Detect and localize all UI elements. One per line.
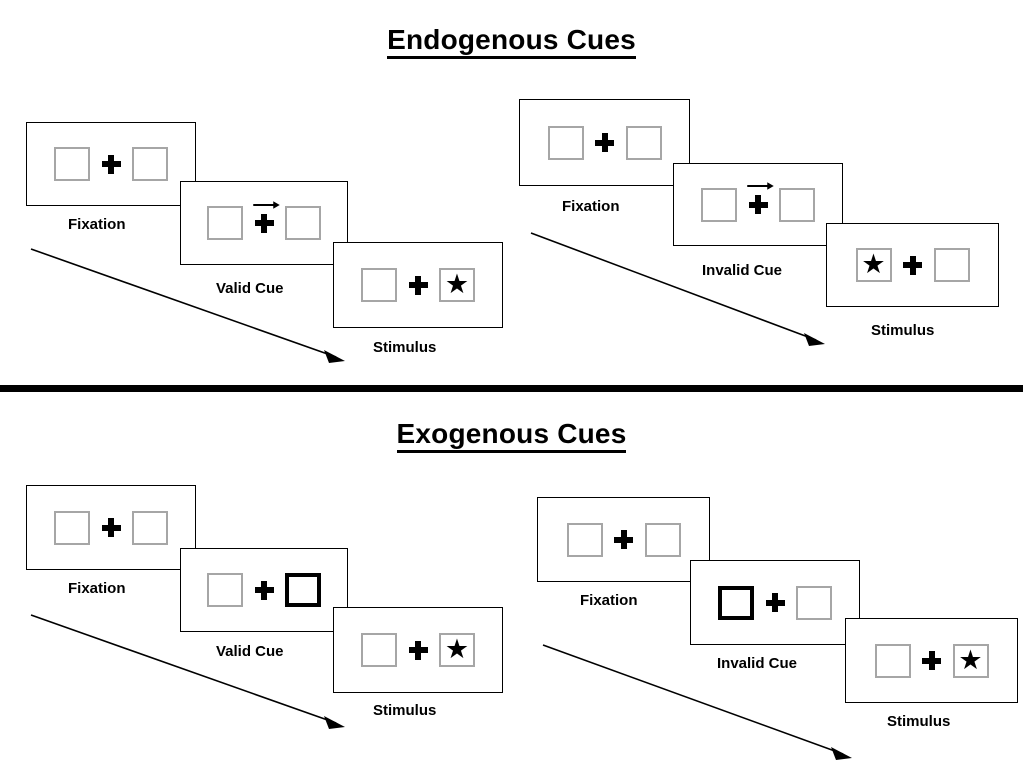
fixation-center [584, 133, 626, 152]
caption-exogenous-invalid-stimulus: Stimulus [887, 713, 951, 730]
placeholder-box-right [625, 125, 662, 160]
target-box-right: ★ [439, 633, 475, 667]
fixation-center [90, 154, 132, 174]
placeholder-box-left [207, 206, 243, 240]
caption-endogenous-invalid-fixation: Fixation [562, 198, 620, 215]
plus-cross-icon [101, 518, 121, 537]
frame-content [27, 486, 195, 569]
frame-content [538, 498, 709, 581]
fixation-center [603, 530, 645, 549]
frame-content [27, 123, 195, 205]
frame-content: ★ [846, 619, 1017, 702]
placeholder-box-right [933, 248, 970, 282]
frame-exogenous-valid-cue [180, 548, 348, 632]
star-icon: ★ [861, 249, 886, 279]
frame-endogenous-valid-stimulus: ★ [333, 242, 503, 328]
diagonal-time-arrow-icon [542, 644, 852, 760]
placeholder-box-left [207, 573, 243, 607]
placeholder-box-left [54, 147, 90, 181]
placeholder-box-left [701, 187, 737, 222]
frame-content [520, 100, 689, 185]
frame-exogenous-invalid-fixation [537, 497, 710, 582]
frame-endogenous-valid-cue [180, 181, 348, 265]
frame-exogenous-invalid-cue [690, 560, 860, 645]
plus-cross-icon [254, 213, 274, 233]
section-title-endogenous-text: Endogenous Cues [387, 24, 636, 59]
frame-content [691, 561, 859, 644]
caption-endogenous-valid-fixation: Fixation [68, 216, 126, 233]
fixation-center [243, 200, 285, 233]
fixation-center [892, 255, 934, 275]
plus-cross-icon [254, 580, 274, 600]
placeholder-box-right [132, 510, 168, 545]
star-icon: ★ [444, 269, 470, 299]
placeholder-box-left [874, 643, 911, 678]
placeholder-box-right [779, 187, 815, 222]
highlighted-box-icon [285, 573, 321, 607]
placeholder-box-right [796, 585, 832, 620]
frame-exogenous-invalid-stimulus: ★ [845, 618, 1018, 703]
section-divider [0, 385, 1023, 392]
fixation-center [397, 640, 439, 660]
plus-cross-icon [903, 255, 922, 275]
arrow-right-icon [253, 200, 280, 209]
star-icon: ★ [444, 634, 470, 664]
section-title-endogenous: Endogenous Cues [0, 24, 1023, 59]
star-icon: ★ [958, 644, 983, 675]
frame-endogenous-invalid-stimulus: ★ [826, 223, 999, 307]
highlighted-box-icon [718, 585, 754, 620]
fixation-center [737, 182, 779, 214]
fixation-center [90, 518, 132, 537]
frame-content: ★ [334, 243, 502, 327]
caption-endogenous-invalid-cue: Invalid Cue [702, 262, 783, 279]
plus-cross-icon [748, 195, 768, 214]
frame-content: ★ [334, 608, 502, 692]
frame-endogenous-invalid-cue [673, 163, 843, 246]
caption-exogenous-invalid-cue: Invalid Cue [717, 655, 798, 672]
caption-endogenous-valid-stimulus: Stimulus [373, 339, 437, 356]
placeholder-box-right [644, 522, 681, 557]
placeholder-box-left [566, 522, 603, 557]
diagonal-time-arrow-icon [530, 232, 825, 346]
section-title-exogenous: Exogenous Cues [0, 418, 1023, 453]
frame-content [181, 549, 347, 631]
placeholder-box-right [285, 206, 321, 240]
caption-exogenous-valid-stimulus: Stimulus [373, 702, 437, 719]
frame-content: ★ [827, 224, 998, 306]
plus-cross-icon [408, 275, 428, 295]
placeholder-box-left [54, 510, 90, 545]
frame-exogenous-valid-stimulus: ★ [333, 607, 503, 693]
arrow-right-icon [747, 182, 774, 190]
fixation-center [754, 593, 796, 612]
frame-endogenous-invalid-fixation [519, 99, 690, 186]
placeholder-box-left [361, 268, 397, 302]
frame-exogenous-valid-fixation [26, 485, 196, 570]
fixation-center [911, 651, 953, 670]
caption-exogenous-valid-fixation: Fixation [68, 580, 126, 597]
placeholder-box-right [132, 147, 168, 181]
placeholder-box-left [547, 125, 584, 160]
frame-endogenous-valid-fixation [26, 122, 196, 206]
caption-exogenous-valid-cue: Valid Cue [216, 643, 284, 660]
target-box-left: ★ [855, 248, 892, 282]
frame-content [674, 164, 842, 245]
frame-content [181, 182, 347, 264]
plus-cross-icon [101, 154, 121, 174]
target-box-right: ★ [952, 643, 989, 678]
section-title-exogenous-text: Exogenous Cues [396, 418, 627, 453]
plus-cross-icon [765, 593, 785, 612]
caption-endogenous-valid-cue: Valid Cue [216, 280, 284, 297]
plus-cross-icon [614, 530, 633, 549]
fixation-center [397, 275, 439, 295]
caption-exogenous-invalid-fixation: Fixation [580, 592, 638, 609]
target-box-right: ★ [439, 268, 475, 302]
plus-cross-icon [922, 651, 941, 670]
fixation-center [243, 580, 285, 600]
plus-cross-icon [595, 133, 614, 152]
placeholder-box-left [361, 633, 397, 667]
plus-cross-icon [408, 640, 428, 660]
caption-endogenous-invalid-stimulus: Stimulus [871, 322, 935, 339]
